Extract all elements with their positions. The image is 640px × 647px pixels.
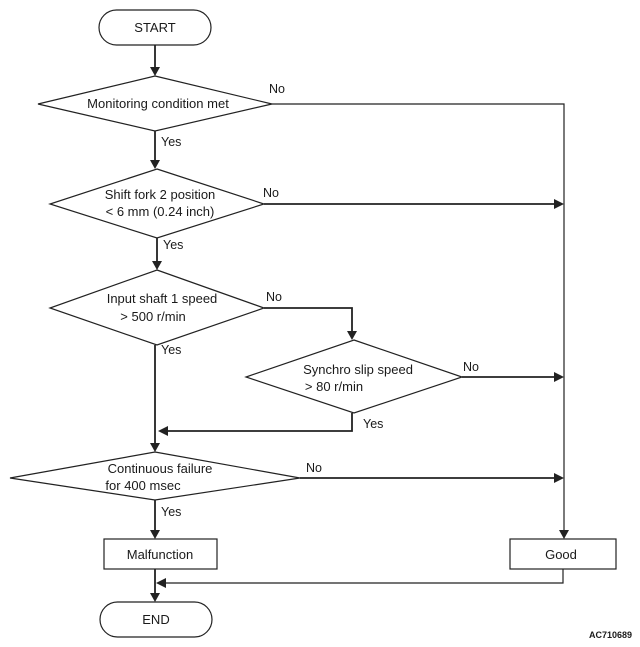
- arrow-head: [150, 443, 160, 452]
- arrow-head: [554, 372, 564, 382]
- malfunction-box: [103, 538, 218, 570]
- decision-input-shaft: [48, 269, 266, 346]
- start-terminal: [98, 9, 212, 46]
- malfunction-label: Malfunction: [127, 547, 193, 562]
- figure-code: AC710689: [589, 630, 632, 640]
- yes-label-shift-fork: Yes: [163, 238, 183, 252]
- good-label: Good: [545, 547, 577, 562]
- yes-label-synchro-slip: Yes: [363, 417, 383, 431]
- arrow-head: [150, 593, 160, 602]
- good-box: [509, 538, 617, 570]
- arrow-head: [150, 160, 160, 169]
- decision-synchro-slip: [244, 339, 464, 414]
- arrow-head: [554, 199, 564, 209]
- no-label-shift-fork: No: [263, 186, 279, 200]
- no-label-synchro-slip: No: [463, 360, 479, 374]
- arrow-head: [347, 331, 357, 340]
- decision-continuous-failure: [9, 451, 301, 501]
- decision-shift-fork-label-1: Shift fork 2 position: [105, 187, 216, 202]
- decision-synchro-slip-label-2: > 80 r/min: [305, 379, 363, 394]
- arrow-head: [150, 530, 160, 539]
- connector-synchro-yes-merge: [166, 413, 353, 432]
- yes-label-monitoring: Yes: [161, 135, 181, 149]
- decision-input-shaft-label-1: Input shaft 1 speed: [107, 291, 218, 306]
- arrow-head: [156, 578, 166, 588]
- no-label-monitoring: No: [269, 82, 285, 96]
- start-label: START: [134, 20, 175, 35]
- connector-good-end: [164, 569, 564, 584]
- decision-input-shaft-label-2: > 500 r/min: [120, 309, 185, 324]
- decision-continuous-failure-label-2: for 400 msec: [105, 478, 181, 493]
- decision-shift-fork-label-2: < 6 mm (0.24 inch): [106, 204, 215, 219]
- decision-monitoring-label: Monitoring condition met: [87, 96, 229, 111]
- yes-label-input-shaft: Yes: [161, 343, 181, 357]
- arrow-head: [150, 67, 160, 76]
- decision-continuous-failure-label-1: Continuous failure: [108, 461, 213, 476]
- decision-shift-fork: [48, 168, 266, 239]
- no-label-input-shaft: No: [266, 290, 282, 304]
- arrow-head: [158, 426, 168, 436]
- end-label: END: [142, 612, 169, 627]
- connector-monitoring-no-good: [272, 103, 565, 531]
- arrow-head: [152, 261, 162, 270]
- decision-monitoring: [37, 75, 273, 132]
- no-label-continuous-failure: No: [306, 461, 322, 475]
- arrow-head: [554, 473, 564, 483]
- end-terminal: [99, 601, 213, 638]
- connector-inputshaft-no-synchro: [264, 307, 353, 333]
- yes-label-continuous-failure: Yes: [161, 505, 181, 519]
- decision-synchro-slip-label-1: Synchro slip speed: [303, 362, 413, 377]
- arrow-head: [559, 530, 569, 539]
